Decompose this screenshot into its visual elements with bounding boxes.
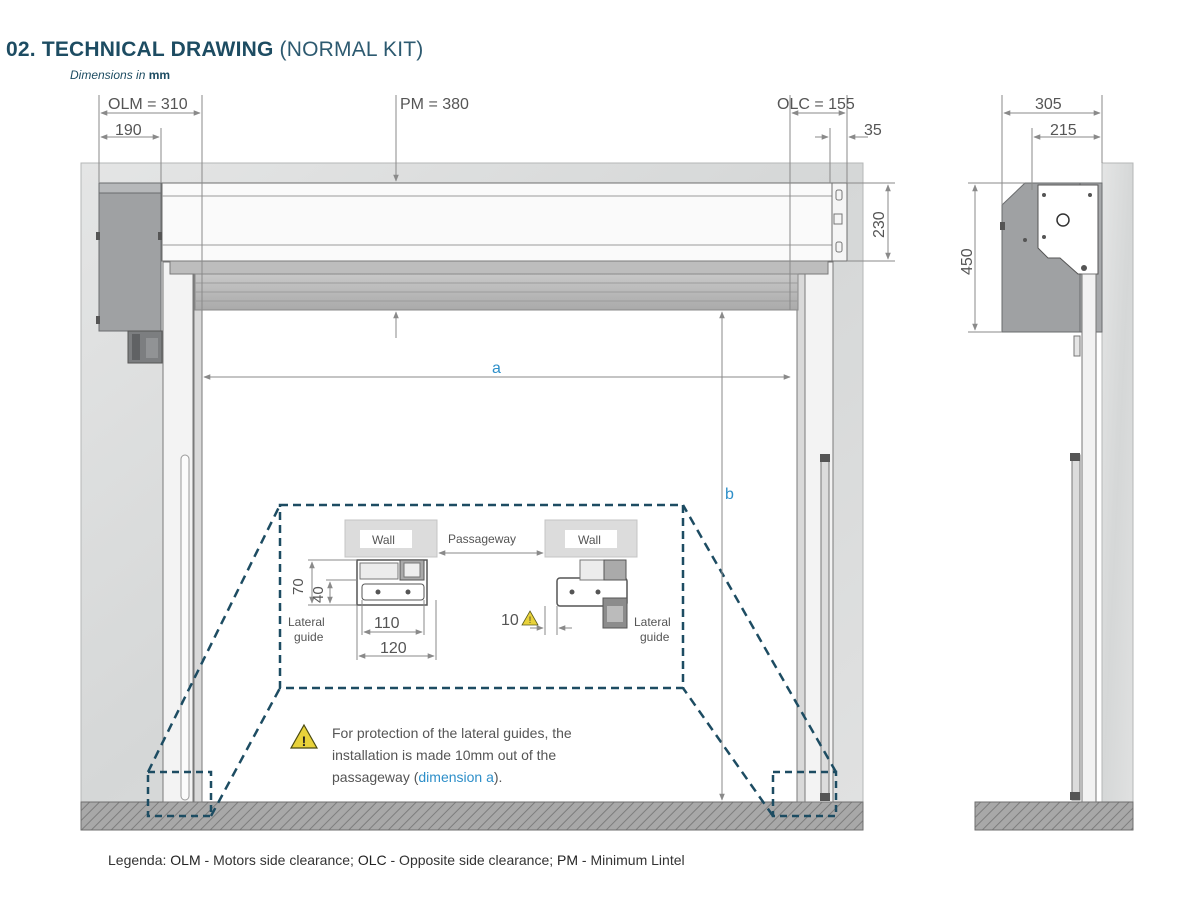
legend-olc-key: OLC [357,852,387,868]
roller-box [161,182,833,262]
warning-icon [289,723,319,749]
title-main: 02. TECHNICAL DRAWING [6,38,274,61]
dimension-a-link: dimension a [418,769,494,785]
depth-215-label: 215 [1050,122,1077,139]
side-dimensions [968,95,1103,333]
right-photocell-strip [820,454,830,801]
height-b-label: b [725,486,734,503]
side-guide [1081,273,1097,803]
legend-prefix: Legenda: [108,852,171,868]
dims-prefix: Dimensions in [70,68,146,82]
lateral-guide-right-1: Lateral [634,615,671,629]
front-floor [80,801,864,831]
side-floor [974,801,1134,831]
olc-label: OLC = 155 [777,96,855,113]
box-height-label: 230 [871,211,888,238]
passageway-label: Passageway [448,532,516,546]
dim-40-label: 40 [310,586,327,603]
dim-10-label: 10 [501,612,519,629]
front-dimensions [98,95,895,801]
right-guide [796,261,806,803]
svg-text:!: ! [529,615,532,625]
legend-pm-key: PM [557,852,579,868]
height-450-label: 450 [959,248,976,275]
detail-warning-icon [521,610,539,626]
protection-note: ! For protection of the lateral guides, … [289,723,572,785]
olm-190-label: 190 [115,122,142,139]
dim-70-label: 70 [290,578,307,595]
wall-left-label: Wall [372,533,395,547]
legend-olm-desc: - Motors side clearance; [200,852,358,868]
page-title: 02. TECHNICAL DRAWING (NORMAL KIT) [6,38,424,62]
detail-content: ! [308,519,638,660]
olc-35-label: 35 [864,122,882,139]
front-view [80,162,864,831]
motor-box [98,182,162,332]
lateral-guide-left-1: Lateral [288,615,325,629]
depth-305-label: 305 [1035,96,1062,113]
left-photocell-strip [180,454,190,801]
lateral-guide-right-2: guide [640,630,670,644]
note-line-3-post: ). [494,769,503,785]
width-a-label: a [492,360,501,377]
svg-text:!: ! [302,733,307,749]
note-line-3-pre: passageway ( [332,769,419,785]
dims-unit: mm [148,68,171,82]
legend-pm-desc: - Minimum Lintel [578,852,685,868]
note-line-2: installation is made 10mm out of the [332,747,556,763]
wall-right-label: Wall [578,533,601,547]
front-dim-labels: OLM = 310 190 PM = 380 OLC = 155 35 230 … [108,96,888,503]
dimensions-note: Dimensions in mm [70,68,170,82]
side-view [974,162,1134,831]
title-kit: (NORMAL KIT) [279,38,424,61]
pm-label: PM = 380 [400,96,469,113]
lateral-guide-left-2: guide [294,630,324,644]
side-dim-labels: 305 215 450 [959,96,1077,275]
note-line-1: For protection of the lateral guides, th… [332,725,572,741]
legend-olm-key: OLM [170,852,201,868]
detail-labels: Wall Wall Passageway 70 40 110 120 10 La… [288,532,671,657]
legend-olc-desc: - Opposite side clearance; [386,852,558,868]
side-wall [1101,162,1134,803]
legend: Legenda: OLM - Motors side clearance; OL… [108,852,685,868]
note-line-3: passageway (dimension a). [332,769,502,785]
dim-110-label: 110 [374,615,400,632]
dim-120-label: 120 [380,640,407,657]
curtain [169,260,829,275]
olm-label: OLM = 310 [108,96,188,113]
